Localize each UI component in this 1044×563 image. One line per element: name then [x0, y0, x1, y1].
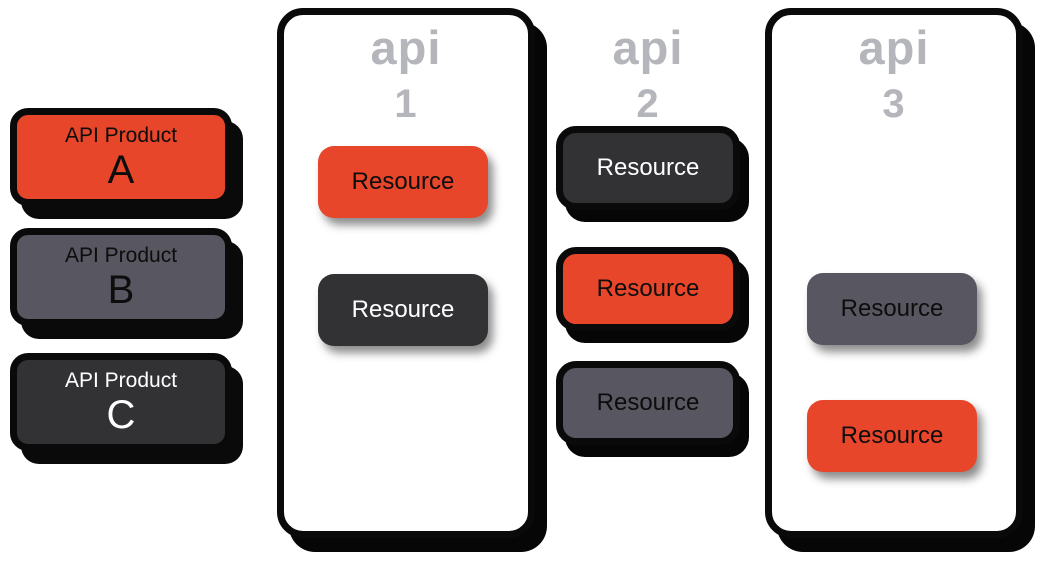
- api-2-resource-3: Resource: [556, 361, 740, 445]
- api-product-a-box: API Product A: [10, 108, 232, 206]
- api-1-resource-2: Resource: [318, 274, 488, 346]
- api-2-resource-1: Resource: [556, 126, 740, 210]
- api-3-heading-word: api: [858, 21, 930, 74]
- api-2-heading-number: 2: [636, 82, 660, 126]
- api-3-resource-2: Resource: [807, 400, 977, 472]
- api-2-resource-2: Resource: [556, 247, 740, 331]
- api-product-c-label: API Product: [64, 369, 178, 393]
- api-1-heading-word: api: [370, 21, 442, 74]
- api-1-heading: api 1: [277, 24, 535, 124]
- api-1-resource-1: Resource: [318, 146, 488, 218]
- api-product-b-letter: B: [107, 267, 135, 312]
- api-product-a-label: API Product: [64, 124, 178, 148]
- api-product-b-box: API Product B: [10, 228, 232, 326]
- api-2-resource-3-label: Resource: [596, 389, 700, 416]
- api-1-heading-number: 1: [394, 82, 418, 126]
- api-3-resource-2-label: Resource: [840, 422, 944, 449]
- api-3-resource-1: Resource: [807, 273, 977, 345]
- api-2-resource-2-label: Resource: [596, 275, 700, 302]
- api-product-c-box: API Product C: [10, 353, 232, 451]
- api-2-heading-word: api: [612, 21, 684, 74]
- api-3-heading: api 3: [765, 24, 1023, 124]
- api-1-resource-1-label: Resource: [351, 168, 455, 195]
- api-3-heading-number: 3: [882, 82, 906, 126]
- api-2-resource-1-label: Resource: [596, 154, 700, 181]
- api-product-c-letter: C: [106, 392, 136, 437]
- api-product-b-label: API Product: [64, 244, 178, 268]
- api-product-a-letter: A: [107, 147, 135, 192]
- api-1-resource-2-label: Resource: [351, 296, 455, 323]
- api-3-resource-1-label: Resource: [840, 295, 944, 322]
- api-2-heading: api 2: [556, 24, 740, 124]
- api-1-container: [277, 8, 535, 538]
